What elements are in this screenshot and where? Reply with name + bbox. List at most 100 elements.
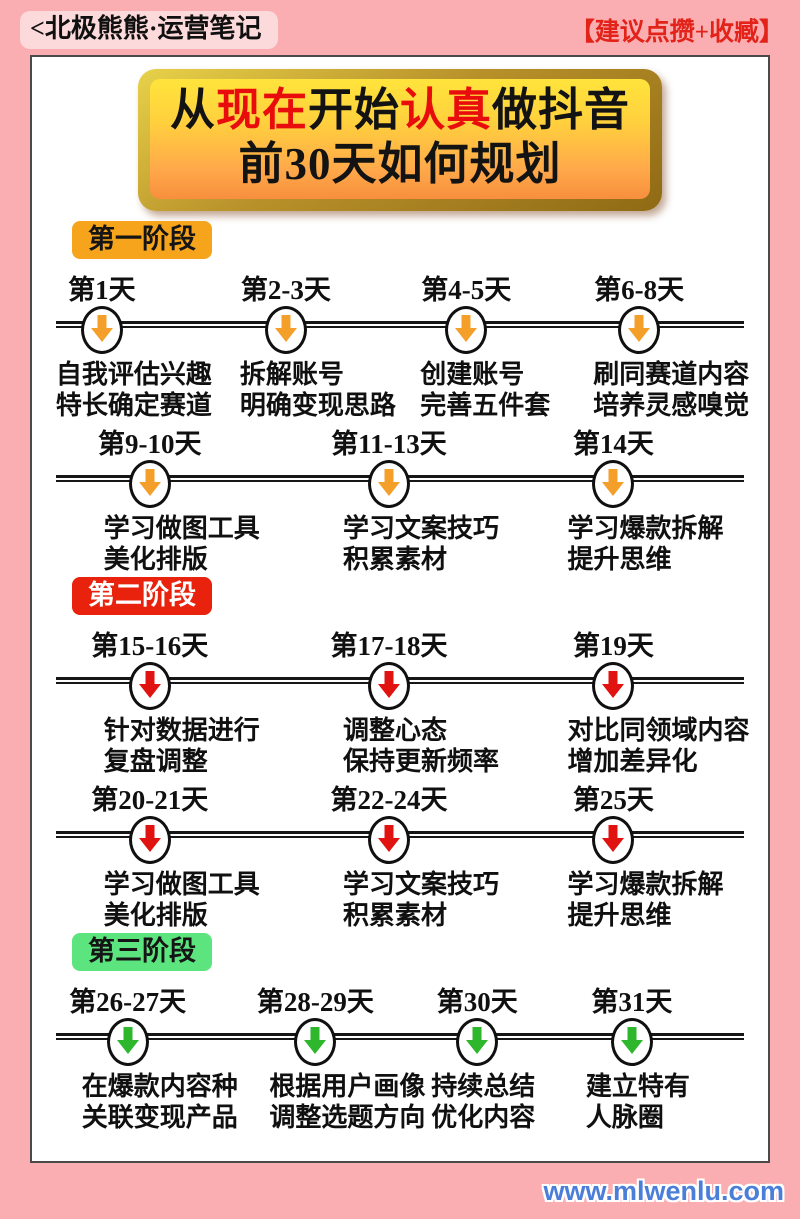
milestone-circle [106,1018,149,1066]
task-line: 学习文案技巧 [342,870,499,899]
milestone-circle [128,816,171,864]
site-watermark: www.mlwenlu.com [543,1176,784,1206]
timeline-item-day9-10: 第9-10天 学习做图工具 美化排版 [35,429,265,575]
timeline-item-day22-24: 第22-24天 学习文案技巧 积累素材 [274,785,504,931]
top-bar: <北极熊熊·运营笔记 【建议点攒+收臧】 [0,0,800,55]
day-label: 第25天 [572,785,654,815]
task-line: 特长确定赛道 [55,391,212,420]
timeline-item-day14: 第14天 学习爆款拆解 提升思维 [498,429,728,575]
task-text: 刷同赛道内容 培养灵感嗅觉 [593,359,754,421]
day-label: 第6-8天 [594,275,685,305]
main-title: 从现在开始认真做抖音 前30天如何规划 [150,79,650,199]
task-line: 刷同赛道内容 [593,360,750,389]
task-line: 美化排版 [103,545,208,574]
milestone-circle [128,662,171,710]
day-label: 第11-13天 [331,429,447,459]
milestone-circle [264,306,307,354]
task-text: 拆解账号 明确变现思路 [240,359,401,421]
task-text: 建立特有 人脉圈 [586,1071,747,1133]
task-text: 学习做图工具 美化排版 [104,869,265,931]
day-label: 第9-10天 [98,429,202,459]
timeline-item-day31: 第31天 建立特有 人脉圈 [517,987,747,1133]
day-label: 第28-29天 [256,987,374,1017]
day-label: 第2-3天 [240,275,331,305]
day-label: 第4-5天 [421,275,512,305]
stage-1-badge: 第一阶段 [72,221,212,259]
milestone-circle [128,460,171,508]
stage-1-section: 第一阶段 第1天 自我评估兴趣 特长确定赛道 第2-3天 拆解账号 明确变现思路 [32,221,768,574]
timeline-item-day17-18: 第17-18天 调整心态 保持更新频率 [274,631,504,777]
milestone-circle [618,306,661,354]
timeline-line [56,1033,744,1040]
milestone-circle [456,1018,499,1066]
task-line: 提升思维 [567,901,672,930]
day-label: 第17-18天 [330,631,448,661]
timeline-item-day20-21: 第20-21天 学习做图工具 美化排版 [35,785,265,931]
milestone-circle [592,816,635,864]
task-line: 学习做图工具 [103,870,260,899]
task-line: 拆解账号 [239,360,344,389]
task-line: 人脉圈 [585,1103,664,1132]
title-seg: 开始 [307,85,400,135]
task-line: 增加差异化 [567,747,698,776]
task-line: 学习爆款拆解 [567,870,724,899]
task-line: 创建账号 [420,360,525,389]
timeline-item-day6-8: 第6-8天 刷同赛道内容 培养灵感嗅觉 [524,275,754,421]
task-line: 持续总结 [431,1072,536,1101]
task-text: 学习文案技巧 积累素材 [343,513,504,575]
title-line-1: 从现在开始认真做抖音 [150,83,650,137]
task-line: 学习爆款拆解 [567,514,724,543]
day-label: 第26-27天 [69,987,187,1017]
task-text: 针对数据进行 复盘调整 [104,715,265,777]
timeline-row-3: 第15-16天 针对数据进行 复盘调整 第17-18天 调整心态 保持更新频率 … [32,631,768,776]
timeline-row-2: 第9-10天 学习做图工具 美化排版 第11-13天 学习文案技巧 积累素材 第… [32,429,768,574]
milestone-circle [592,662,635,710]
task-text: 持续总结 优化内容 [431,1071,592,1133]
task-text: 学习爆款拆解 提升思维 [567,513,728,575]
task-line: 根据用户画像 [269,1072,426,1101]
title-line-2: 前30天如何规划 [238,139,562,189]
timeline-item-day11-13: 第11-13天 学习文案技巧 积累素材 [274,429,504,575]
task-text: 学习做图工具 美化排版 [104,513,265,575]
timeline-row-4: 第20-21天 学习做图工具 美化排版 第22-24天 学习文案技巧 积累素材 … [32,785,768,930]
task-line: 调整心态 [342,716,447,745]
stage-3-badge: 第三阶段 [72,933,212,971]
milestone-circle [367,662,410,710]
stage-3-section: 第三阶段 第26-27天 在爆款内容种 关联变现产品 第28-29天 根据用户画… [32,933,768,1132]
task-line: 关联变现产品 [81,1103,238,1132]
milestone-circle [367,460,410,508]
timeline-line [56,321,744,328]
task-line: 调整选题方向 [269,1103,426,1132]
task-line: 完善五件套 [420,391,551,420]
timeline-item-day28-29: 第28-29天 根据用户画像 调整选题方向 [200,987,430,1133]
day-label: 第22-24天 [330,785,448,815]
day-label: 第30天 [436,987,518,1017]
day-label: 第14天 [572,429,654,459]
task-line: 建立特有 [585,1072,690,1101]
timeline-item-day1: 第1天 自我评估兴趣 特长确定赛道 [0,275,217,421]
title-seg: 从 [169,85,216,135]
timeline-item-day2-3: 第2-3天 拆解账号 明确变现思路 [171,275,401,421]
timeline-item-day19: 第19天 对比同领域内容 增加差异化 [498,631,750,777]
task-line: 学习做图工具 [103,514,260,543]
title-seg-red: 认真 [400,85,493,135]
day-label: 第19天 [572,631,654,661]
milestone-circle [445,306,488,354]
task-line: 优化内容 [431,1103,536,1132]
task-line: 美化排版 [103,901,208,930]
task-line: 积累素材 [342,901,447,930]
task-text: 学习文案技巧 积累素材 [343,869,504,931]
task-line: 明确变现思路 [239,391,396,420]
task-line: 复盘调整 [103,747,208,776]
day-label: 第1天 [68,275,136,305]
task-text: 对比同领域内容 增加差异化 [567,715,750,777]
task-line: 对比同领域内容 [567,716,750,745]
task-text: 根据用户画像 调整选题方向 [269,1071,430,1133]
like-collect-hint: 【建议点攒+收臧】 [569,19,784,46]
day-label: 第31天 [591,987,673,1017]
task-line: 针对数据进行 [103,716,260,745]
task-text: 学习爆款拆解 提升思维 [567,869,728,931]
milestone-circle [367,816,410,864]
timeline-row-1: 第1天 自我评估兴趣 特长确定赛道 第2-3天 拆解账号 明确变现思路 第4-5… [32,275,768,420]
title-seg: 做抖音 [492,85,631,135]
